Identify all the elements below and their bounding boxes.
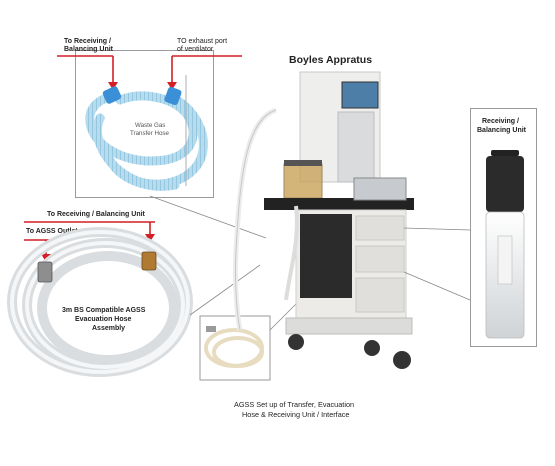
transfer-label-exhaust-1: TO exhaust port	[177, 38, 228, 45]
evac-connector-outlet	[37, 261, 53, 283]
evacuation-assembly-label-3: Assembly	[92, 325, 126, 332]
leader-receiving-unit-1	[403, 227, 471, 231]
caption-line-1: AGSS Set up of Transfer, Evacuation	[234, 400, 355, 409]
leader-receiving-unit-2	[403, 271, 471, 301]
waste-gas-hose-label-2: Transfer Hose	[130, 130, 169, 137]
evac-connector-receiving	[141, 251, 157, 271]
leader-small-hose	[269, 299, 301, 331]
arrow-head-evac-outlet	[41, 254, 51, 262]
caption-line-2: Hose & Receiving Unit / Interface	[242, 410, 350, 419]
leader-evacuation	[189, 264, 261, 316]
receiving-unit-label-2: Balancing Unit	[477, 127, 527, 134]
boyles-apparatus	[264, 71, 414, 369]
evacuation-hose-coil	[7, 227, 193, 377]
evacuation-label-receiving: To Receiving / Balancing Unit	[47, 211, 145, 218]
transfer-label-receiving-1: To Receiving /	[64, 38, 111, 45]
leader-transfer	[149, 195, 267, 239]
arrow-head-evac-receiving	[145, 234, 155, 242]
apparatus-title: Boyles Appratus	[289, 54, 373, 66]
small-hose-panel	[199, 315, 271, 381]
receiving-unit-label-1: Receiving /	[482, 118, 519, 125]
evacuation-assembly-label-2: Evacuation Hose	[75, 316, 132, 323]
evacuation-assembly-label-1: 3m BS Compatible AGSS	[62, 307, 146, 314]
waste-gas-hose-label-1: Waste Gas	[135, 122, 166, 129]
transfer-label-exhaust-2: of ventilator	[177, 46, 214, 53]
connecting-hose-arch	[232, 107, 277, 331]
receiving-unit-panel	[470, 108, 537, 347]
evacuation-label-outlet: To AGSS Outlet	[26, 228, 78, 235]
transfer-label-receiving-2: Balancing Unit	[64, 46, 114, 53]
